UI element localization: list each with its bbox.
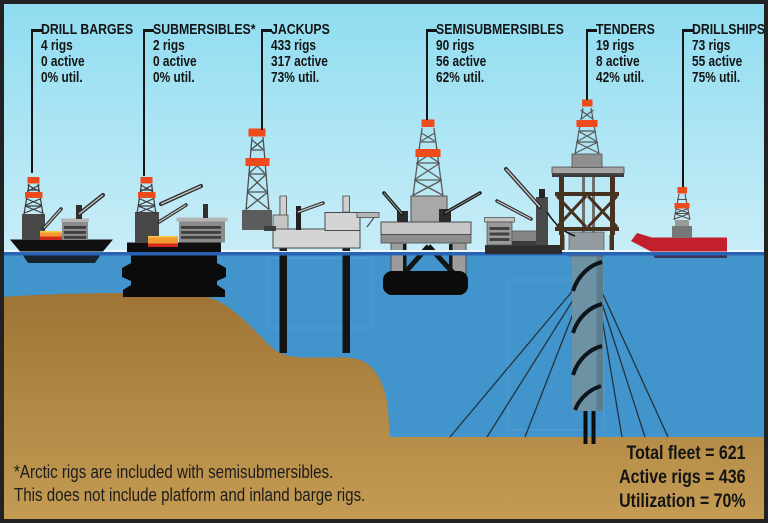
utilization: 0% util. — [41, 70, 83, 86]
rig-count: 433 rigs — [271, 38, 316, 54]
rig-label-semisubmersibles: SEMISUBMERSIBLES 90 rigs 56 active 62% u… — [436, 21, 592, 87]
fleet-totals: Total fleet = 621 Active rigs = 436 Util… — [595, 442, 746, 514]
rig-count: 90 rigs — [436, 38, 475, 54]
tender-illustration — [484, 99, 625, 254]
rig-count: 4 rigs — [41, 38, 73, 54]
rig-type-name: SUBMERSIBLES* — [153, 21, 256, 38]
total-active: Active rigs = 436 — [619, 467, 746, 488]
underwater-structures — [20, 231, 727, 444]
leader-line-submersibles — [143, 29, 154, 176]
mooring-lines — [449, 287, 669, 438]
leader-line-jackups — [261, 29, 272, 130]
active-count: 55 active — [692, 54, 743, 70]
rig-label-jackups: JACKUPS 433 rigs 317 active 73% util. — [271, 21, 343, 87]
jackup-illustration — [242, 128, 380, 251]
rig-count: 2 rigs — [153, 38, 185, 54]
active-count: 317 active — [271, 54, 328, 70]
total-fleet: Total fleet = 621 — [626, 443, 746, 464]
submersible-illustration — [127, 177, 228, 252]
rig-label-tenders: TENDERS 19 rigs 8 active 42% util. — [596, 21, 668, 87]
rig-type-name: DRILLSHIPS — [692, 21, 766, 38]
rig-label-submersibles: SUBMERSIBLES* 2 rigs 0 active 0% util. — [153, 21, 278, 87]
rig-type-name: JACKUPS — [271, 21, 330, 38]
leader-line-semisubmersibles — [426, 29, 437, 120]
rig-type-name: TENDERS — [596, 21, 655, 38]
rig-count: 19 rigs — [596, 38, 635, 54]
active-count: 8 active — [596, 54, 640, 70]
footnote-line-1: *Arctic rigs are included with semisubme… — [14, 462, 334, 482]
water-highlights — [267, 257, 605, 431]
rig-label-drillships: DRILLSHIPS 73 rigs 55 active 75% util. — [692, 21, 768, 87]
utilization: 42% util. — [596, 70, 645, 86]
rig-label-drill-barges: DRILL BARGES 4 rigs 0 active 0% util. — [41, 21, 153, 87]
drill-barge-illustration — [10, 177, 113, 252]
semisub-pontoon — [383, 271, 468, 295]
submersible-caisson — [122, 251, 226, 297]
waterline-highlight — [0, 250, 768, 252]
active-count: 0 active — [41, 54, 85, 70]
semisubmersible-illustration — [380, 119, 482, 244]
active-count: 56 active — [436, 54, 487, 70]
leader-line-tenders — [586, 29, 597, 100]
utilization: 75% util. — [692, 70, 741, 86]
waterline — [0, 252, 768, 256]
rig-type-name: SEMISUBMERSIBLES — [436, 21, 564, 38]
footnote: *Arctic rigs are included with semisubme… — [14, 461, 432, 507]
rig-count: 73 rigs — [692, 38, 731, 54]
rig-type-name: DRILL BARGES — [41, 21, 134, 38]
leader-line-drillships — [682, 29, 693, 187]
footnote-line-2: This does not include platform and inlan… — [14, 485, 366, 505]
utilization: 0% util. — [153, 70, 195, 86]
leader-line-drill-barges — [31, 29, 42, 173]
drillship-illustration — [631, 187, 727, 252]
total-utilization: Utilization = 70% — [619, 491, 746, 512]
utilization: 62% util. — [436, 70, 485, 86]
utilization: 73% util. — [271, 70, 320, 86]
seabed — [0, 292, 768, 523]
active-count: 0 active — [153, 54, 197, 70]
